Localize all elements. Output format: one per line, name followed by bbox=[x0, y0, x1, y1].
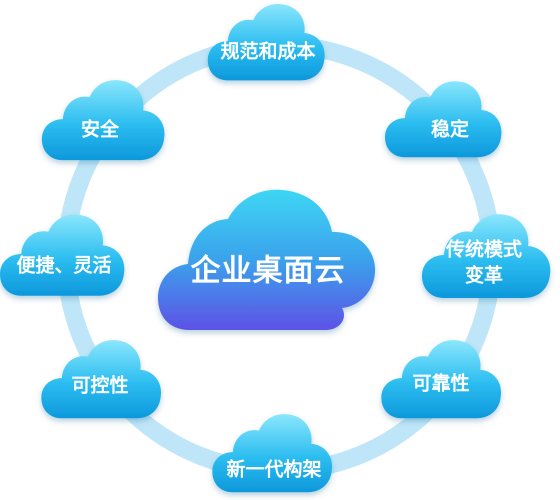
node-label-bottom: 新一代构架 bbox=[226, 458, 321, 481]
node-label-left-mid: 便捷、灵活 bbox=[16, 254, 111, 277]
node-label-left-bottom: 可控性 bbox=[71, 374, 128, 397]
node-label-right-top: 稳定 bbox=[431, 118, 469, 141]
center-cloud: 企业桌面云 bbox=[158, 189, 376, 330]
cloud-node-right-bottom: 可靠性 bbox=[381, 340, 502, 419]
cloud-node-top: 规范和成本 bbox=[207, 4, 325, 81]
node-label-right-mid-line1: 传统模式 bbox=[445, 238, 522, 261]
center-label: 企业桌面云 bbox=[191, 254, 346, 289]
cloud-node-bottom: 新一代构架 bbox=[212, 414, 333, 493]
cloud-node-left-mid: 便捷、灵活 bbox=[0, 214, 125, 296]
cloud-node-right-top: 稳定 bbox=[385, 81, 502, 158]
node-label-top: 规范和成本 bbox=[220, 40, 315, 63]
node-label-right-bottom: 可靠性 bbox=[412, 372, 469, 395]
cloud-node-left-top: 安全 bbox=[41, 80, 165, 161]
node-label-left-top: 安全 bbox=[81, 118, 120, 141]
cloud-node-right-mid: 传统模式 变革 bbox=[422, 214, 551, 298]
cloud-node-left-bottom: 可控性 bbox=[41, 340, 162, 419]
node-label-right-mid-line2: 变革 bbox=[465, 264, 503, 287]
